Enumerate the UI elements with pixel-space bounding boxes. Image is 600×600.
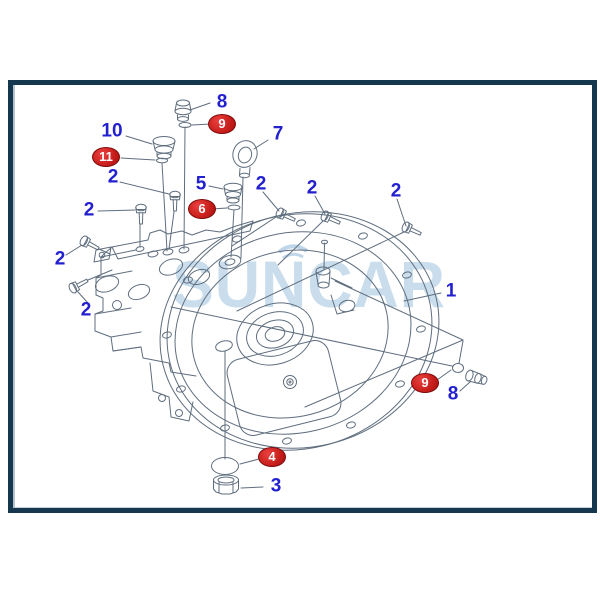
callout-2-up-right-1: 2 bbox=[306, 177, 318, 199]
callout-9-top: 9 bbox=[208, 114, 236, 134]
callout-2-up-right-2: 2 bbox=[390, 180, 402, 202]
callout-2-left-3: 2 bbox=[80, 299, 92, 321]
callout-8-top: 8 bbox=[216, 91, 228, 113]
callout-3: 3 bbox=[270, 475, 282, 497]
callout-1: 1 bbox=[445, 280, 457, 302]
callout-6: 6 bbox=[188, 199, 216, 219]
callout-4: 4 bbox=[258, 447, 286, 467]
callout-7: 7 bbox=[272, 123, 284, 145]
callout-11: 11 bbox=[92, 147, 120, 167]
callout-2-left-2: 2 bbox=[54, 248, 66, 270]
callout-8-right: 8 bbox=[447, 383, 459, 405]
callout-2-mid: 2 bbox=[255, 173, 267, 195]
callout-9-right: 9 bbox=[411, 373, 439, 393]
callout-2-left-1: 2 bbox=[83, 199, 95, 221]
callout-5: 5 bbox=[195, 173, 207, 195]
callout-10: 10 bbox=[101, 120, 123, 142]
callout-2-top-left: 2 bbox=[107, 166, 119, 188]
